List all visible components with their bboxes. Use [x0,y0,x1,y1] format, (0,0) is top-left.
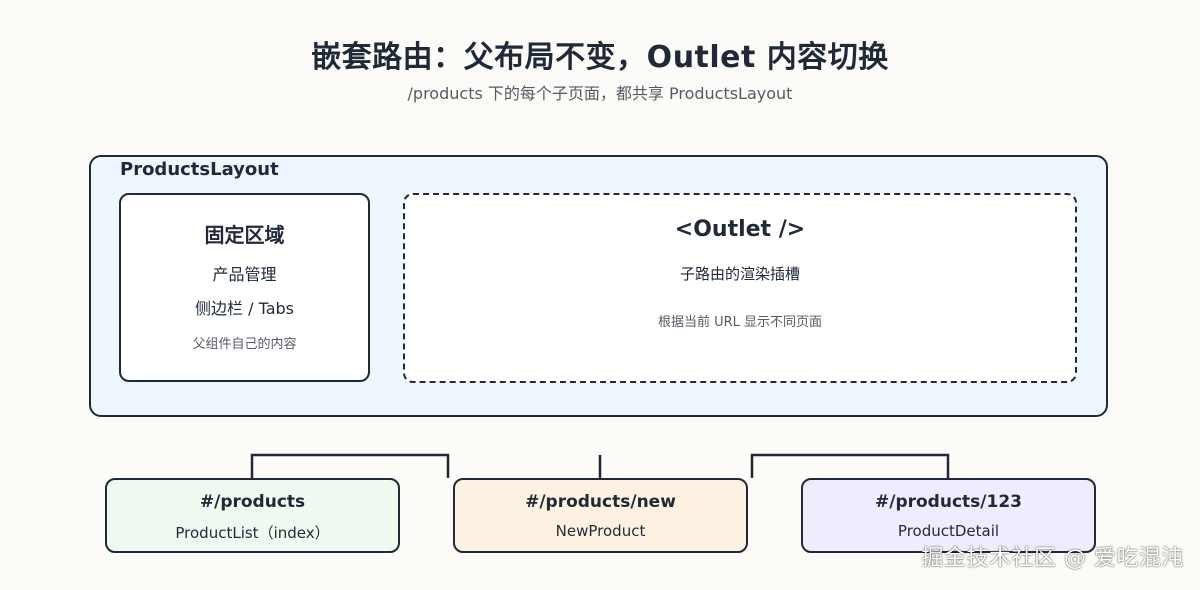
route-path: #/products/123 [875,492,1022,512]
fixed-region-note: 父组件自己的内容 [192,337,297,352]
diagram-title: 嵌套路由：父布局不变，Outlet 内容切换 [311,40,889,75]
route-component: NewProduct [555,522,646,540]
watermark: 掘金技术社区 @ 爱吃混沌 [921,546,1184,571]
route-box-products: #/products ProductList（index） [105,478,400,553]
route-path: #/products [199,492,306,512]
connector-right [750,453,950,478]
fixed-region-title: 固定区域 [204,223,285,247]
route-component: ProductList（index） [175,524,330,542]
fixed-region-line-1: 产品管理 [212,265,277,284]
connector-left [250,453,450,478]
route-path: #/products/new [525,492,676,512]
fixed-region-box: 固定区域 产品管理 侧边栏 / Tabs 父组件自己的内容 [119,193,370,382]
outlet-note: 根据当前 URL 显示不同页面 [657,315,823,330]
route-box-products-detail: #/products/123 ProductDetail [801,478,1096,553]
diagram-subtitle: /products 下的每个子页面，都共享 ProductsLayout [407,84,793,103]
outlet-box: <Outlet /> 子路由的渲染插槽 根据当前 URL 显示不同页面 [403,193,1077,383]
route-box-products-new: #/products/new NewProduct [453,478,748,553]
outlet-title: <Outlet /> [674,217,806,242]
outlet-subtitle: 子路由的渲染插槽 [679,265,800,283]
products-layout-label: ProductsLayout [120,159,279,180]
fixed-region-line-2: 侧边栏 / Tabs [195,299,294,318]
route-component: ProductDetail [897,522,1000,540]
